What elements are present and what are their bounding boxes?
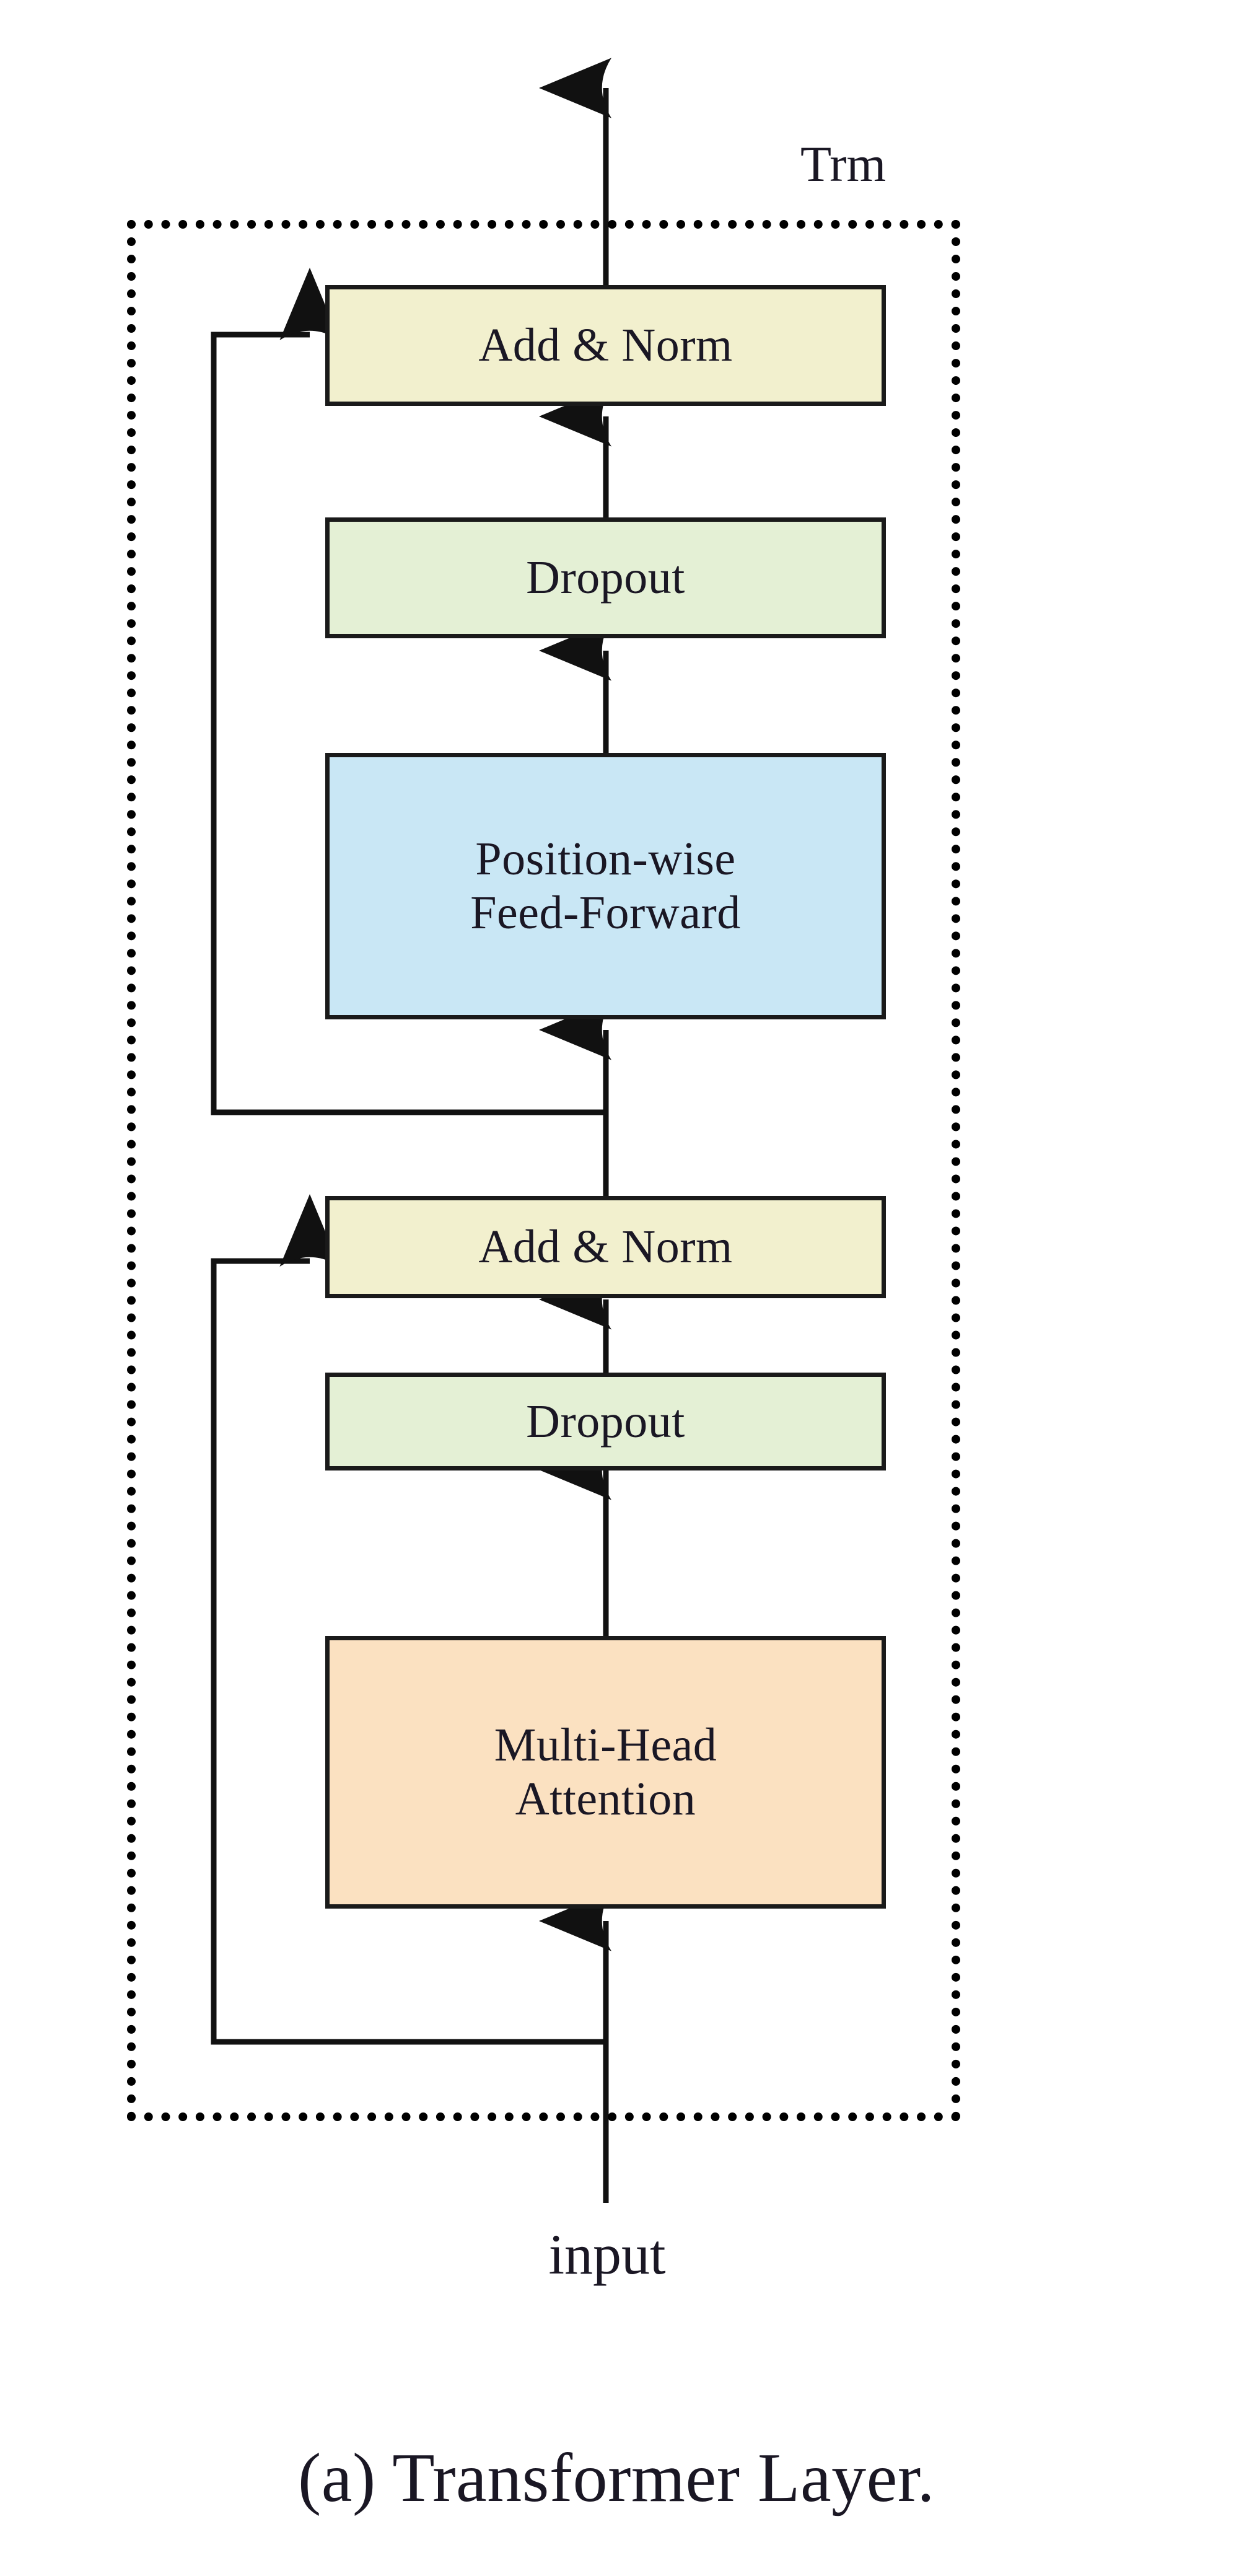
residual-lower-path [211,1194,606,2045]
block-label-line2: Feed-Forward [470,887,741,939]
block-add-norm-bottom[interactable]: Add & Norm [325,1196,886,1298]
block-multi-head-attention[interactable]: Multi-Head Attention [325,1636,886,1909]
residual-upper-path [211,268,606,1115]
block-position-wise-feed-forward[interactable]: Position-wise Feed-Forward [325,753,886,1019]
block-label-line1: Dropout [526,552,685,604]
input-label: input [548,2223,666,2286]
block-label-line1: Dropout [526,1395,685,1448]
block-add-norm-top[interactable]: Add & Norm [325,285,886,406]
block-dropout-top[interactable]: Dropout [325,517,886,638]
trm-dashed-container [127,220,960,2121]
block-label-line1: Multi-Head [494,1719,717,1772]
block-dropout-bottom[interactable]: Dropout [325,1373,886,1470]
trm-label: Trm [800,136,887,192]
block-label-line1: Position-wise [475,833,736,886]
figure-caption: (a) Transformer Layer. [297,2440,935,2517]
block-label-line2: Attention [515,1773,696,1825]
block-label-line1: Add & Norm [478,319,733,372]
block-label-line1: Add & Norm [478,1221,733,1273]
